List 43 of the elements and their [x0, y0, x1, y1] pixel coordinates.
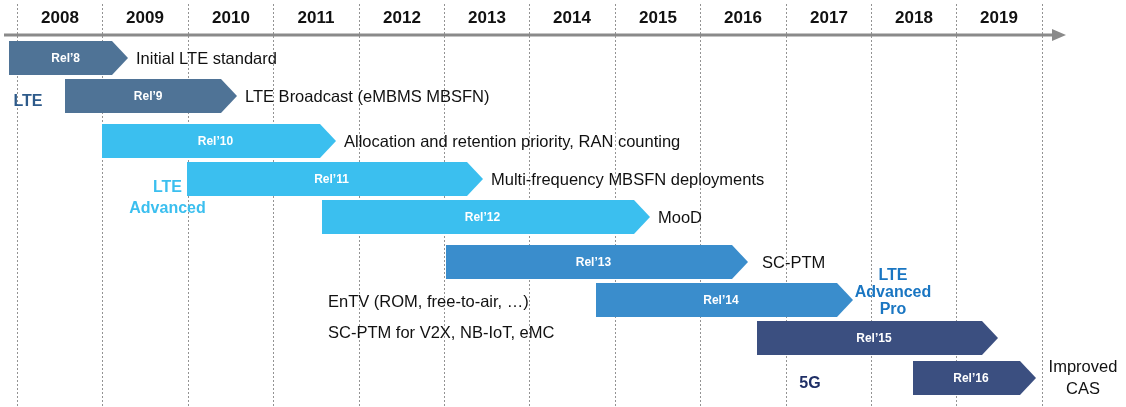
release-chevron-bar — [322, 200, 650, 234]
release-chevron-bar — [102, 124, 336, 158]
year-label: 2011 — [296, 8, 336, 28]
year-label: 2017 — [809, 8, 849, 28]
release-label: Rel’9 — [133, 89, 163, 103]
technology-era-label: LTE Advanced — [128, 177, 207, 218]
year-label: 2012 — [382, 8, 422, 28]
year-label: 2019 — [979, 8, 1019, 28]
release-description: EnTV (ROM, free-to-air, …) — [328, 291, 529, 312]
technology-era-label: LTE Advanced Pro — [853, 266, 933, 317]
release-label: Rel’11 — [314, 172, 349, 186]
release-chevron-bar — [187, 162, 483, 196]
release-chevron-bar — [65, 79, 237, 113]
year-label: 2009 — [125, 8, 165, 28]
release-label: Rel’10 — [197, 134, 234, 148]
technology-era-label: 5G — [798, 373, 822, 393]
release-label: Rel’16 — [953, 371, 989, 385]
release-description: Allocation and retention priority, RAN counting — [344, 131, 681, 152]
year-label: 2008 — [40, 8, 80, 28]
release-label: Rel’12 — [464, 210, 501, 224]
release-description: Improved CAS — [1047, 356, 1119, 399]
year-label: 2014 — [552, 8, 592, 28]
release-chevron-bar — [913, 361, 1036, 395]
release-chevron-bar — [446, 245, 748, 279]
year-label: 2013 — [467, 8, 507, 28]
technology-era-label: LTE — [12, 91, 44, 111]
release-chevron-bar — [596, 283, 853, 317]
release-label: Rel’13 — [575, 255, 612, 269]
release-chevron-bar — [9, 41, 128, 75]
release-description: Multi-frequency MBSFN deployments — [491, 169, 765, 190]
release-description: LTE Broadcast (eMBMS MBSFN) — [245, 86, 490, 107]
release-label: Rel’14 — [703, 293, 739, 307]
release-description: Initial LTE standard — [136, 48, 277, 69]
release-label: Rel’8 — [51, 51, 80, 65]
year-label: 2015 — [638, 8, 678, 28]
release-label: Rel’15 — [856, 331, 892, 345]
release-description: SC-PTM — [762, 252, 826, 273]
release-description: MooD — [658, 207, 702, 228]
release-chevron-bar — [757, 321, 998, 355]
year-label: 2018 — [894, 8, 934, 28]
year-label: 2016 — [723, 8, 763, 28]
year-label: 2010 — [211, 8, 251, 28]
release-description: SC-PTM for V2X, NB-IoT, eMC — [328, 322, 555, 343]
